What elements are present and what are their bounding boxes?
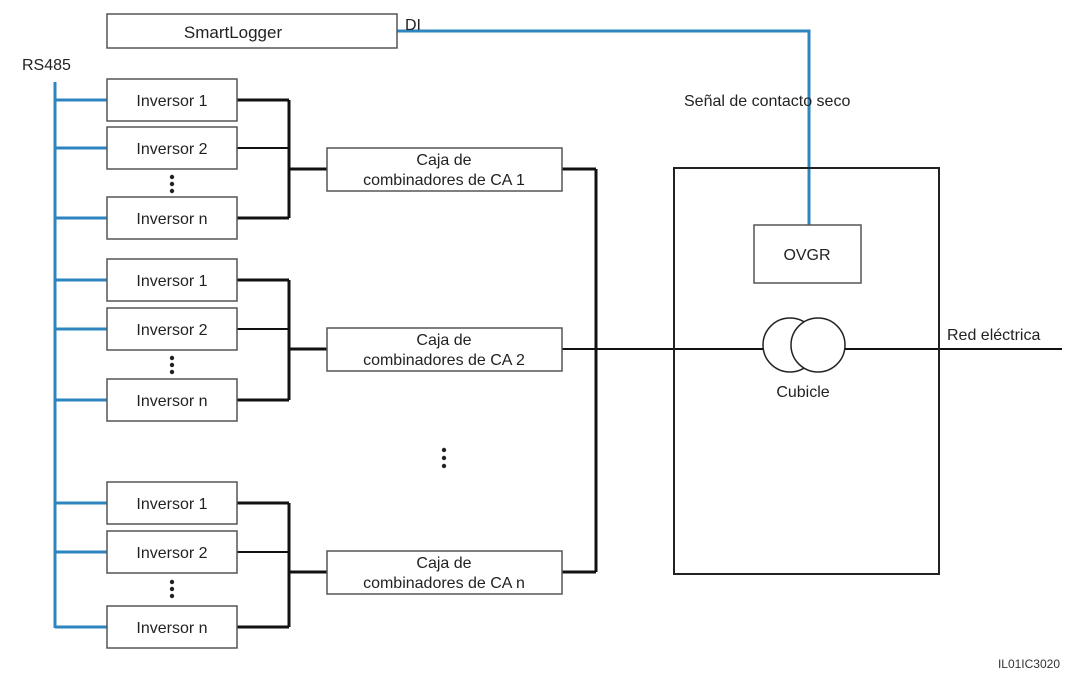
cubicle-enclosure xyxy=(673,167,940,575)
ovgr-node: OVGR xyxy=(753,224,862,284)
ovgr-label: OVGR xyxy=(783,247,830,264)
inverter-box xyxy=(106,378,238,422)
transformer-icon xyxy=(762,317,846,373)
inverter-box xyxy=(106,481,238,525)
combiner-label-line2: combinadores de CA 1 xyxy=(363,172,525,189)
inverter-box xyxy=(106,126,238,170)
inverter-label: Inversor 1 xyxy=(136,93,207,110)
inverter-group-1: Inversor 1 Inversor 2 Inversor n xyxy=(106,78,238,240)
di-port-label: DI xyxy=(405,17,421,34)
inverter-box xyxy=(106,530,238,574)
combiner-box-1: Caja de combinadores de CA 1 xyxy=(326,147,563,192)
inverter-box xyxy=(106,196,238,240)
inverter-label: Inversor 1 xyxy=(136,496,207,513)
ovgr-box xyxy=(753,224,862,284)
inverter-label: Inversor n xyxy=(136,393,207,410)
combiner-box-2: Caja de combinadores de CA 2 xyxy=(326,327,563,372)
combiner-label-line1: Caja de xyxy=(416,332,471,349)
ellipsis-dots xyxy=(169,174,175,194)
smartlogger-label: SmartLogger xyxy=(184,23,283,42)
combiner-box-n: Caja de combinadores de CA n xyxy=(326,550,563,595)
combiner-rect xyxy=(326,147,563,192)
ellipsis-dots xyxy=(169,579,175,599)
inverter-label: Inversor 2 xyxy=(136,322,207,339)
rs485-label: RS485 xyxy=(22,57,71,74)
inverter-label: Inversor 1 xyxy=(136,273,207,290)
dry-contact-signal-line xyxy=(397,29,811,225)
smartlogger-box xyxy=(106,13,398,49)
inverter-label: Inversor n xyxy=(136,620,207,637)
combiner-label-line1: Caja de xyxy=(416,555,471,572)
grid-label: Red eléctrica xyxy=(947,327,1040,344)
combiner-label-line2: combinadores de CA n xyxy=(363,575,525,592)
inverter-box xyxy=(106,307,238,351)
inverter-box xyxy=(106,258,238,302)
inverter-box xyxy=(106,78,238,122)
combiner-rect xyxy=(326,327,563,372)
inverter-group-2: Inversor 1 Inversor 2 Inversor n xyxy=(106,258,238,422)
combiner-label-line2: combinadores de CA 2 xyxy=(363,352,525,369)
figure-code: IL01IC3020 xyxy=(998,657,1060,671)
inverter-label: Inversor 2 xyxy=(136,545,207,562)
groups-ellipsis xyxy=(441,447,447,469)
cubicle-label: Cubicle xyxy=(776,384,829,401)
dry-contact-label: Señal de contacto seco xyxy=(684,93,850,110)
inverter-label: Inversor n xyxy=(136,211,207,228)
inverter-box xyxy=(106,605,238,649)
ellipsis-dots xyxy=(169,355,175,375)
inverter-label: Inversor 2 xyxy=(136,141,207,158)
inverter-group-n: Inversor 1 Inversor 2 Inversor n xyxy=(106,481,238,649)
smartlogger-node: SmartLogger xyxy=(106,13,398,49)
combiner-label-line1: Caja de xyxy=(416,152,471,169)
combiner-rect xyxy=(326,550,563,595)
wires-layer xyxy=(53,29,1062,629)
